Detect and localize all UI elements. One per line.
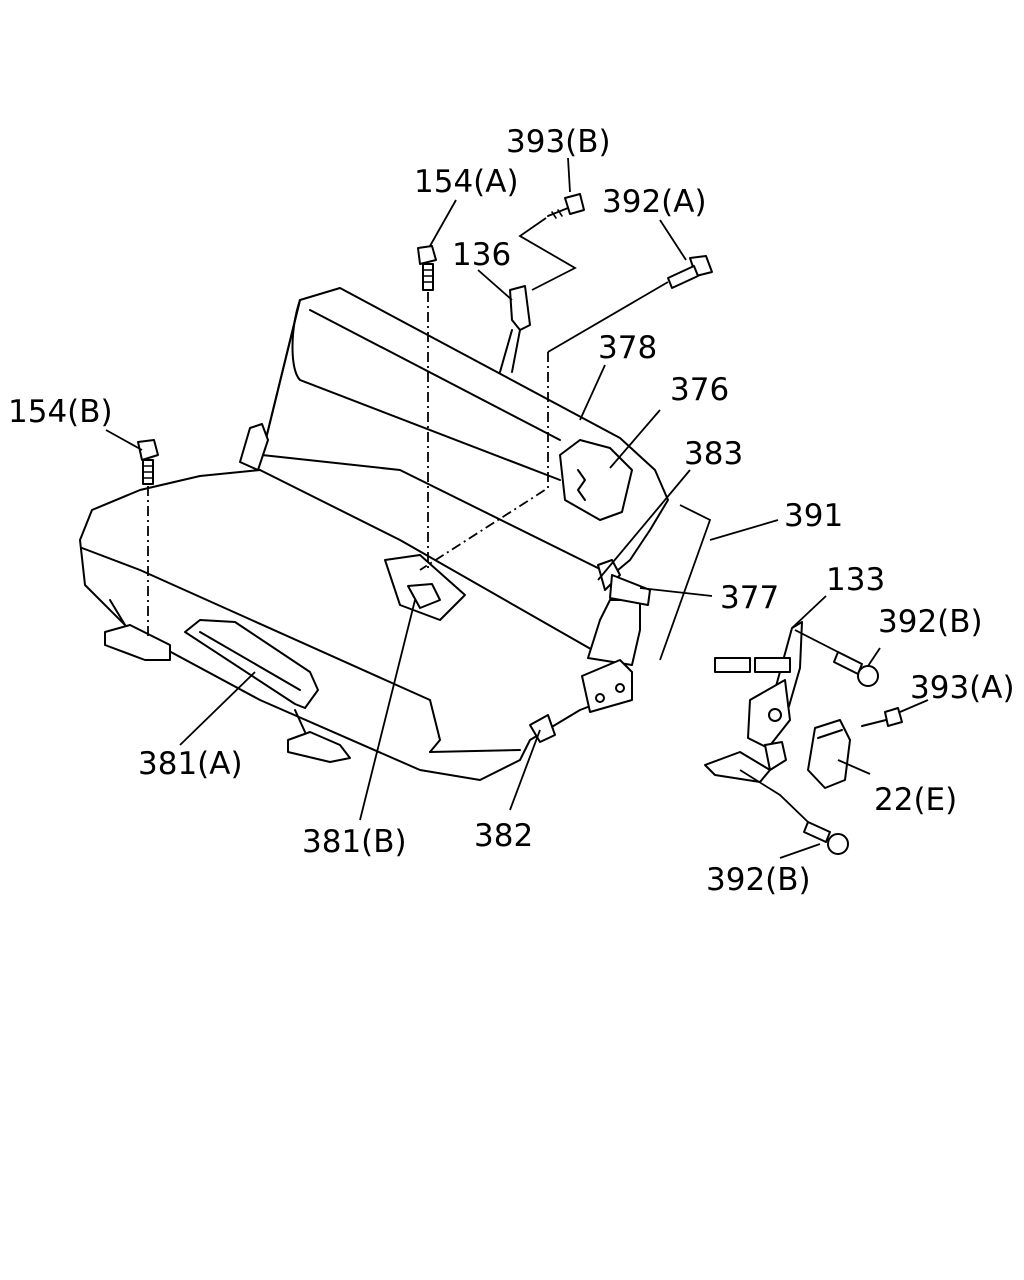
label-392b-mid: 392(B) [878,604,983,640]
headrest-376 [559,439,633,521]
label-378: 378 [598,330,657,366]
label-376: 376 [670,372,729,408]
label-392b-bottom: 392(B) [706,862,811,898]
label-154b: 154(B) [8,394,113,430]
label-133: 133 [826,562,885,598]
bolt-392a [667,255,713,289]
bolt-154b [137,439,159,485]
leader-lines [105,157,929,859]
label-393a: 393(A) [910,670,1015,706]
label-382: 382 [474,818,533,854]
label-393b-top: 393(B) [506,124,611,160]
assembly-lines [147,217,839,823]
striker-381b [384,554,466,621]
screw-393b-top [547,193,585,219]
label-391: 391 [784,498,843,534]
recliner-hinge-133 [704,621,803,783]
label-381b: 381(B) [302,824,407,860]
seat-back [239,287,669,576]
front-release-bar-381a [184,619,319,709]
cover-22e [807,719,851,789]
label-383: 383 [684,436,743,472]
label-381a: 381(A) [138,746,243,782]
belt-anchor-136 [499,285,531,373]
seat-legs [104,599,351,763]
label-136: 136 [452,237,511,273]
label-392a: 392(A) [602,184,707,220]
label-154a: 154(A) [414,164,519,200]
label-22e: 22(E) [874,782,957,818]
bolt-154a [417,245,437,291]
bolt-392b-mid [833,651,879,687]
bolt-392b-bottom [803,821,849,855]
label-377: 377 [720,580,779,616]
screw-393a [861,707,903,727]
part-labels: 393(B) 154(A) 392(A) 136 378 376 154(B) … [8,124,1015,898]
